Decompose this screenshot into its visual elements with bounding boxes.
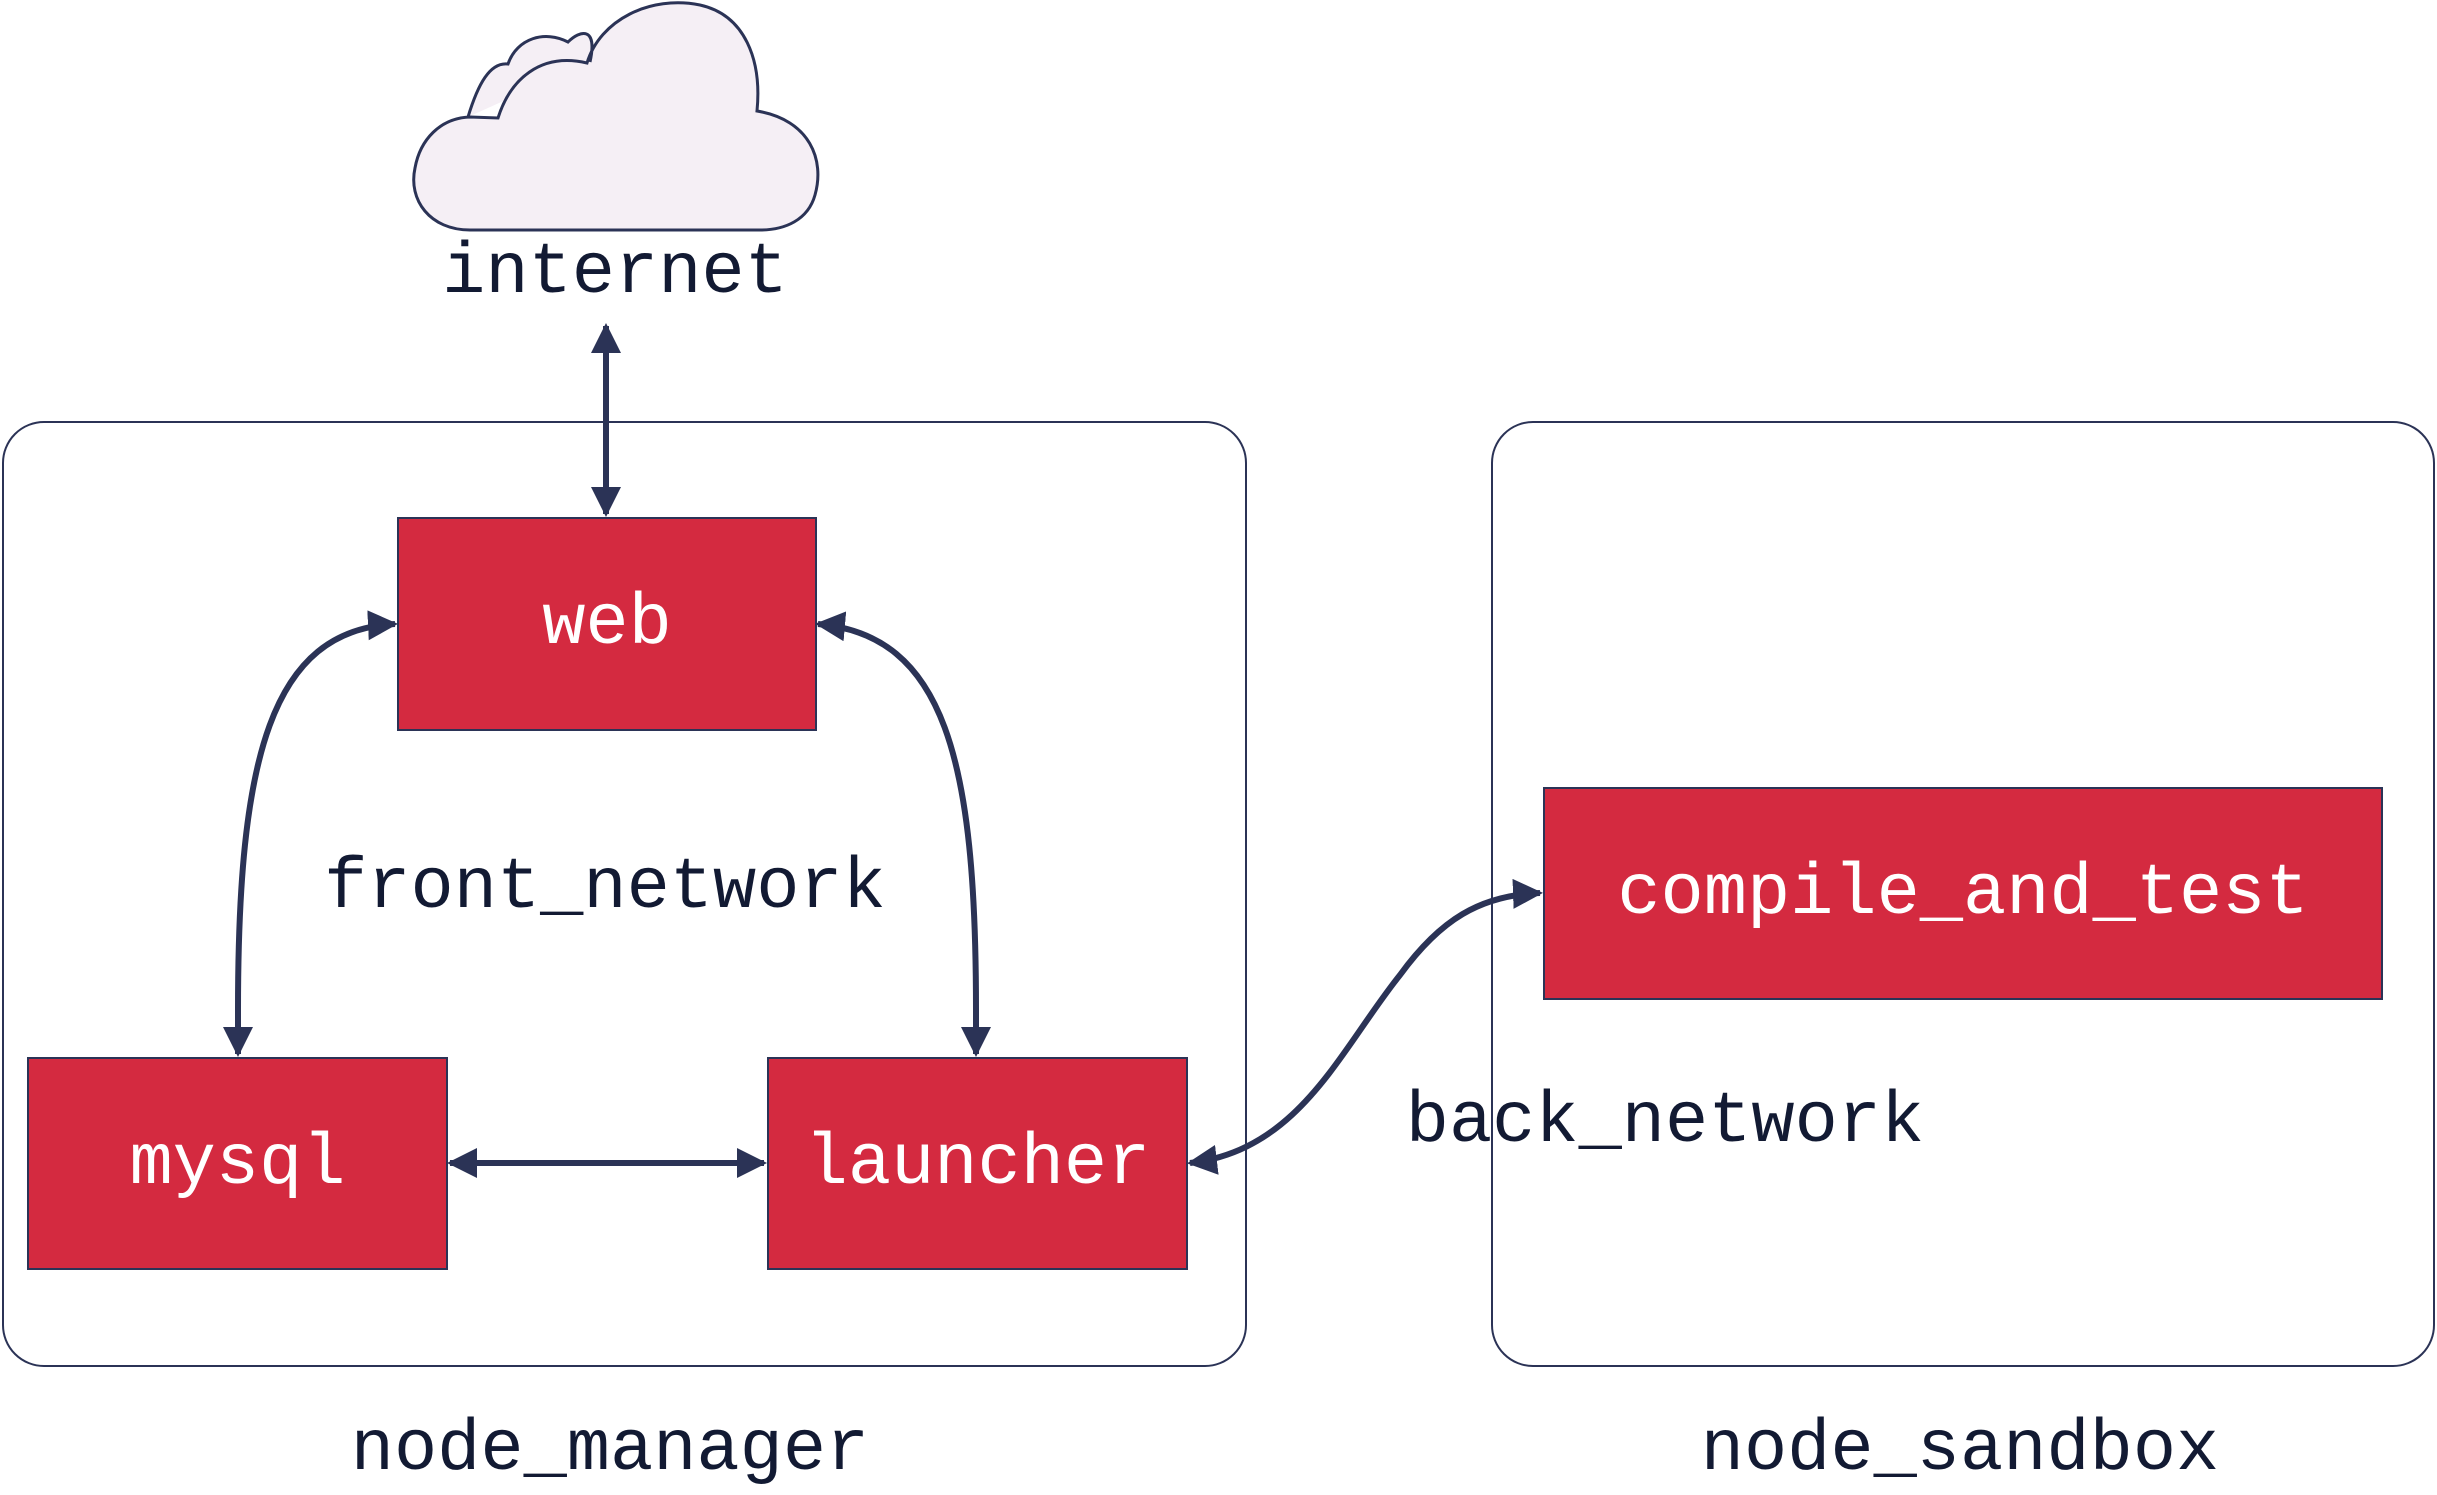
- launcher-service-box[interactable]: launcher: [767, 1057, 1188, 1270]
- cloud-icon: [412, 1, 820, 232]
- front-network-label: front_network: [324, 847, 886, 929]
- node-sandbox-label: node_sandbox: [1700, 1409, 2220, 1491]
- web-launcher-connector: [815, 611, 991, 1057]
- back-network-label: back_network: [1405, 1081, 1925, 1163]
- launcher-compile-connector: [1187, 878, 1543, 1175]
- web-service-box[interactable]: web: [397, 517, 817, 731]
- compile-and-test-service-box[interactable]: compile_and_test: [1543, 787, 2383, 1000]
- compile-and-test-service-label: compile_and_test: [1617, 852, 2309, 935]
- web-service-label: web: [542, 583, 672, 665]
- web-mysql-connector: [223, 610, 398, 1057]
- launcher-service-label: launcher: [804, 1122, 1151, 1205]
- mysql-service-box[interactable]: mysql: [27, 1057, 448, 1270]
- mysql-service-label: mysql: [129, 1122, 346, 1205]
- node-manager-label: node_manager: [350, 1409, 870, 1491]
- internet-label: internet: [442, 232, 788, 314]
